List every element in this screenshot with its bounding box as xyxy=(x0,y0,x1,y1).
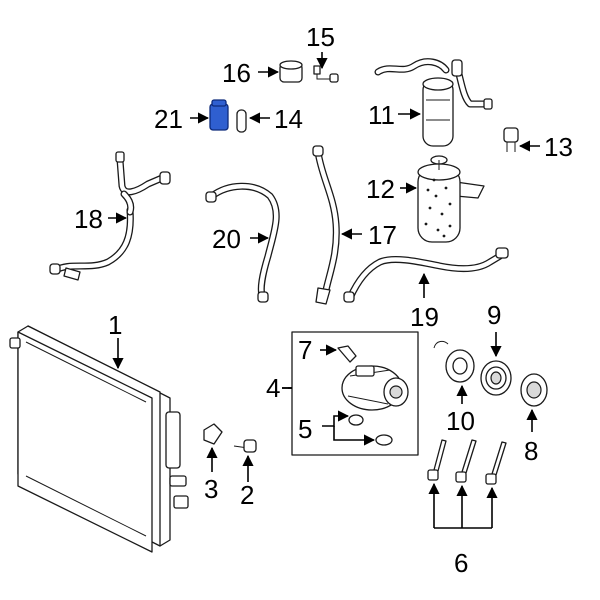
part-16-cap[interactable] xyxy=(279,60,303,83)
part-1-condenser[interactable] xyxy=(9,325,189,553)
callout-21: 21 xyxy=(154,104,183,134)
part-7-fitting[interactable] xyxy=(337,345,357,363)
callout-10: 10 xyxy=(446,406,475,436)
part-12-receiver-drier[interactable] xyxy=(417,155,485,243)
callout-11: 11 xyxy=(368,100,395,130)
part-15-valve[interactable] xyxy=(313,65,339,83)
callout-2: 2 xyxy=(240,480,254,510)
callout-4: 4 xyxy=(266,373,280,403)
part-19-liquid-line[interactable] xyxy=(343,247,509,303)
part-21-pressure-switch[interactable] xyxy=(209,99,229,131)
part-11-accumulator[interactable] xyxy=(374,58,493,147)
part-3-bracket[interactable] xyxy=(203,423,223,445)
callout-17: 17 xyxy=(368,220,397,250)
part-2-bolt[interactable] xyxy=(233,439,257,453)
compressor-body xyxy=(341,365,409,411)
part-10-clutch-coil[interactable] xyxy=(433,340,475,383)
callout-18: 18 xyxy=(74,204,103,234)
part-20-hose[interactable] xyxy=(205,182,280,303)
callout-8: 8 xyxy=(524,436,538,466)
callout-14: 14 xyxy=(274,104,303,134)
part-4-compressor-group[interactable] xyxy=(291,331,419,456)
part-18-hose-assembly[interactable] xyxy=(49,151,171,281)
callout-12: 12 xyxy=(366,174,395,204)
part-6-bolts[interactable] xyxy=(427,439,507,485)
callout-9: 9 xyxy=(487,300,501,330)
callout-7: 7 xyxy=(298,335,312,365)
callout-1: 1 xyxy=(108,310,122,340)
callout-5: 5 xyxy=(298,414,312,444)
callout-3: 3 xyxy=(204,474,218,504)
callout-13: 13 xyxy=(544,132,573,162)
callout-15: 15 xyxy=(306,22,335,52)
part-13-switch[interactable] xyxy=(503,127,519,152)
callout-6: 6 xyxy=(454,548,468,578)
part-8-clutch-plate[interactable] xyxy=(520,373,548,407)
part-5-seals[interactable] xyxy=(348,414,393,446)
callout-16: 16 xyxy=(222,58,251,88)
part-17-hose[interactable] xyxy=(312,145,340,305)
callout-19: 19 xyxy=(410,302,439,332)
callout-20: 20 xyxy=(212,224,241,254)
part-14-valve-pin[interactable] xyxy=(236,109,247,133)
callout-numbers: 1 2 3 4 5 6 7 8 9 10 11 12 13 14 15 16 1… xyxy=(74,22,573,578)
leader-lines xyxy=(108,52,540,529)
part-9-pulley[interactable] xyxy=(480,360,512,396)
